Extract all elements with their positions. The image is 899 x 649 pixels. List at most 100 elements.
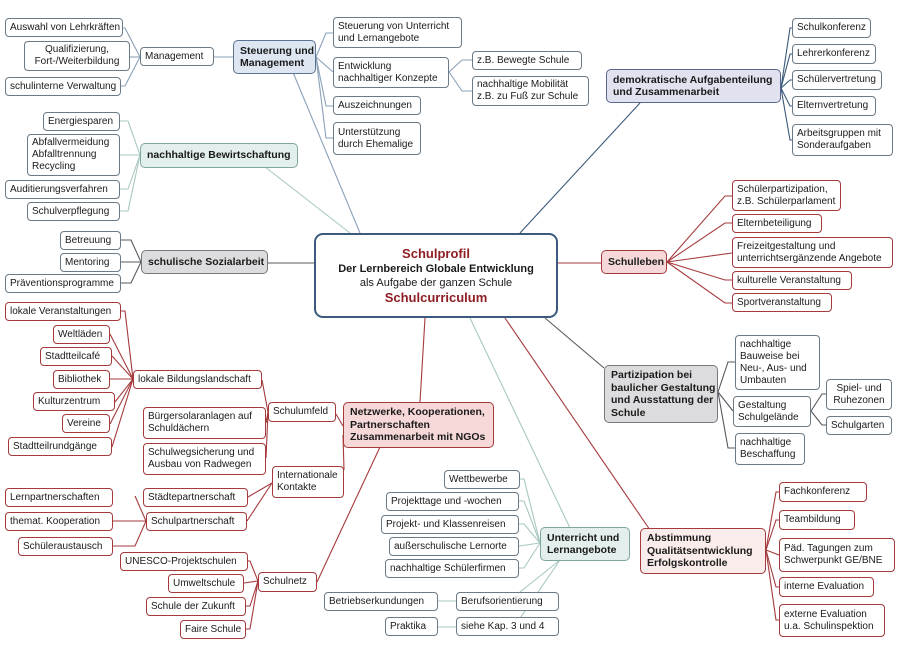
node-abstimmung-qualitaet[interactable]: Abstimmung Qualitätsentwicklung Erfolgsk… (640, 528, 766, 574)
label-schulgarten: Schulgarten (831, 419, 885, 431)
node-schulleben[interactable]: Schulleben (601, 250, 667, 274)
node-vereine[interactable]: Vereine (62, 414, 110, 433)
node-projekttage[interactable]: Projekttage und -wochen (386, 492, 519, 511)
node-bewegte-schule[interactable]: z.B. Bewegte Schule (472, 51, 582, 70)
label-quali-1: Qualifizierung, (45, 44, 109, 55)
node-nachhaltige-bewirtschaftung[interactable]: nachhaltige Bewirtschaftung (140, 143, 298, 168)
label-staedte: Städtepartnerschaft (148, 491, 236, 503)
node-lokale-bildungslandschaft[interactable]: lokale Bildungslandschaft (133, 370, 262, 389)
node-abfall[interactable]: Abfallvermeidung Abfalltrennung Recyclin… (27, 134, 120, 176)
node-interne-evaluation[interactable]: interne Evaluation (779, 577, 874, 597)
node-unesco-projektschulen[interactable]: UNESCO-Projektschulen (120, 552, 248, 571)
node-praktika[interactable]: Praktika (385, 617, 438, 636)
node-projektreisen[interactable]: Projekt- und Klassenreisen (381, 515, 519, 534)
label-verpflegung: Schulverpflegung (32, 205, 110, 217)
node-nachhaltige-bauweise[interactable]: nachhaltige Bauweise bei Neu-, Aus- und … (735, 335, 820, 390)
node-internationale-kontakte[interactable]: Internationale Kontakte (272, 466, 344, 498)
node-schulwegsicherung[interactable]: Schulwegsicherung und Ausbau von Radwege… (143, 443, 266, 475)
node-bibliothek[interactable]: Bibliothek (53, 370, 110, 389)
node-auditierung[interactable]: Auditierungsverfahren (5, 180, 120, 199)
node-auswahl-lehrkraefte[interactable]: Auswahl von Lehrkräften (5, 18, 123, 37)
label-bau-1: nachhaltige (740, 338, 792, 350)
node-schulische-sozialarbeit[interactable]: schulische Sozialarbeit (141, 250, 268, 274)
node-elternbeteiligung[interactable]: Elternbeteiligung (732, 214, 822, 233)
label-schulumfeld: Schulumfeld (273, 406, 329, 417)
node-spiel-ruhezonen[interactable]: Spiel- und Ruhezonen (826, 379, 892, 410)
node-mentoring[interactable]: Mentoring (60, 253, 121, 272)
node-faire-schule[interactable]: Faire Schule (180, 620, 246, 639)
node-steuerung-management[interactable]: Steuerung und Management (233, 40, 316, 74)
node-schulinterne-verwaltung[interactable]: schulinterne Verwaltung (5, 77, 121, 96)
node-nachhaltige-beschaffung[interactable]: nachhaltige Beschaffung (735, 433, 805, 465)
node-steuerung-unterricht[interactable]: Steuerung von Unterricht und Lernangebot… (333, 17, 462, 48)
label-betreuung: Betreuung (65, 234, 112, 246)
label-steuerung-1: Steuerung und (240, 44, 315, 57)
center-subtitle: Der Lernbereich Globale Entwicklung (338, 262, 534, 275)
label-steuerung-2: Management (240, 57, 305, 69)
node-externe-evaluation[interactable]: externe Evaluation u.a. Schulinspektion (779, 604, 885, 637)
node-stadtteilcafe[interactable]: Stadtteilcafé (40, 347, 112, 366)
node-berufsorientierung[interactable]: Berufsorientierung (456, 592, 559, 611)
node-kulturzentrum[interactable]: Kulturzentrum (33, 392, 115, 411)
node-thematische-kooperation[interactable]: themat. Kooperation (5, 512, 113, 531)
label-unterricht-2: Lernangebote (547, 544, 617, 556)
node-wettbewerbe[interactable]: Wettbewerbe (444, 470, 520, 489)
node-schulumfeld[interactable]: Schulumfeld (268, 402, 336, 422)
label-lokale-bildung: lokale Bildungslandschaft (138, 373, 251, 385)
node-management[interactable]: Management (140, 47, 214, 66)
node-schule-der-zukunft[interactable]: Schule der Zukunft (146, 597, 246, 616)
label-weg-2: Ausbau von Radwegen (148, 459, 252, 470)
node-schuelerpartizipation[interactable]: Schülerpartizipation, z.B. Schülerparlam… (732, 180, 841, 211)
node-betriebserkundungen[interactable]: Betriebserkundungen (324, 592, 438, 611)
node-lehrerkonferenz[interactable]: Lehrerkonferenz (792, 44, 876, 64)
node-betreuung[interactable]: Betreuung (60, 231, 121, 250)
node-lernpartnerschaften[interactable]: Lernpartnerschaften (5, 488, 113, 507)
node-schuelerfirmen[interactable]: nachhaltige Schülerfirmen (385, 559, 519, 578)
center-curriculum: Schulcurriculum (384, 289, 488, 305)
label-weg-1: Schulwegsicherung und (148, 447, 255, 458)
node-teambildung[interactable]: Teambildung (779, 510, 855, 530)
node-schulverpflegung[interactable]: Schulverpflegung (27, 202, 120, 221)
label-bewegte: z.B. Bewegte Schule (477, 54, 570, 66)
node-demokratische-aufgabenteilung[interactable]: demokratische Aufgabenteilung und Zusamm… (606, 69, 781, 103)
node-qualifizierung[interactable]: Qualifizierung, Fort-/Weiterbildung (24, 41, 130, 71)
label-gest-2: Schulgelände (738, 411, 799, 423)
node-sportveranstaltung[interactable]: Sportveranstaltung (732, 293, 832, 312)
node-buergersolaranlagen[interactable]: Bürgersolaranlagen auf Schuldächern (143, 407, 266, 439)
label-partizipation-1: Partizipation bei (611, 369, 693, 381)
node-stadtteilrundgaenge[interactable]: Stadtteilrundgänge (8, 437, 112, 456)
node-schuelervertretung[interactable]: Schülervertretung (792, 70, 882, 90)
node-entwicklung-konzepte[interactable]: Entwicklung nachhaltiger Konzepte (333, 57, 449, 88)
node-unterricht-lernangebote[interactable]: Unterricht und Lernangebote (540, 527, 630, 561)
node-schulpartnerschaft[interactable]: Schulpartnerschaft (146, 512, 247, 531)
label-frei-2: unterrichtsergänzende Angebote (737, 252, 882, 264)
node-gestaltung-schulgelaende[interactable]: Gestaltung Schulgelände (733, 396, 811, 427)
center-topic-box[interactable]: Schulprofil Der Lernbereich Globale Entw… (314, 233, 558, 318)
node-kulturelle-veranstaltung[interactable]: kulturelle Veranstaltung (732, 271, 852, 290)
label-paed-2: Schwerpunkt GE/BNE (784, 555, 883, 566)
node-nachhaltige-mobilitaet[interactable]: nachhaltige Mobilität z.B. zu Fuß zur Sc… (472, 76, 589, 106)
node-praeventionsprogramme[interactable]: Präventionsprogramme (5, 274, 121, 293)
node-staedtepartnerschaft[interactable]: Städtepartnerschaft (143, 488, 248, 507)
node-fachkonferenz[interactable]: Fachkonferenz (779, 482, 867, 502)
node-schulkonferenz[interactable]: Schulkonferenz (792, 18, 871, 38)
label-lernorte: außerschulische Lernorte (394, 540, 507, 552)
node-partizipation-gestaltung[interactable]: Partizipation bei baulicher Gestaltung u… (604, 365, 718, 423)
label-abstimmung-3: Erfolgskontrolle (647, 557, 728, 570)
node-elternvertretung[interactable]: Elternvertretung (792, 96, 876, 116)
node-arbeitsgruppen[interactable]: Arbeitsgruppen mit Sonderaufgaben (792, 124, 893, 156)
node-umweltschule[interactable]: Umweltschule (168, 574, 244, 593)
node-ausserschulische-lernorte[interactable]: außerschulische Lernorte (389, 537, 519, 556)
node-netzwerke-kooperationen[interactable]: Netzwerke, Kooperationen, Partnerschafte… (343, 402, 494, 448)
node-unterstuetzung-ehemalige[interactable]: Unterstützung durch Ehemalige (333, 122, 421, 155)
node-schulnetz[interactable]: Schulnetz (258, 572, 317, 592)
node-energiesparen[interactable]: Energiesparen (43, 112, 120, 131)
node-auszeichnungen[interactable]: Auszeichnungen (333, 96, 421, 115)
node-siehe-kapitel[interactable]: siehe Kap. 3 und 4 (456, 617, 559, 636)
node-schulgarten[interactable]: Schulgarten (826, 416, 892, 435)
node-freizeitgestaltung[interactable]: Freizeitgestaltung und unterrichtsergänz… (732, 237, 893, 268)
node-weltlaeden[interactable]: Weltläden (53, 325, 110, 344)
node-paed-tagungen[interactable]: Päd. Tagungen zum Schwerpunkt GE/BNE (779, 538, 895, 572)
node-lokale-veranstaltungen[interactable]: lokale Veranstaltungen (5, 302, 121, 321)
node-schueleraustausch[interactable]: Schüleraustausch (18, 537, 113, 556)
